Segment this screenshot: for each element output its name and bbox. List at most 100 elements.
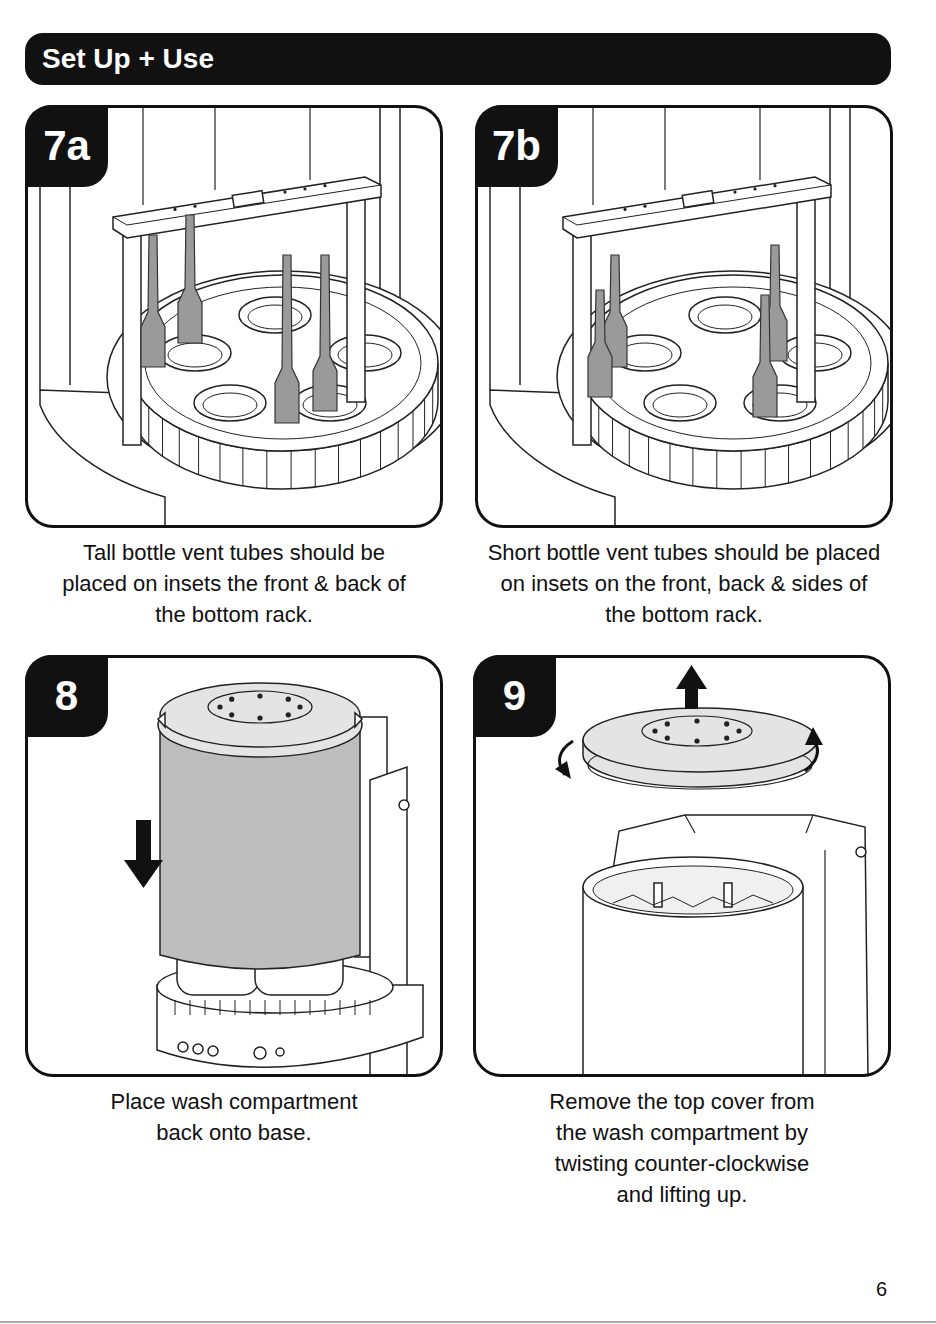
rack-rib bbox=[380, 431, 381, 469]
tray-rib bbox=[280, 1000, 281, 1015]
page-edge-line bbox=[0, 1322, 936, 1323]
rack-rib bbox=[848, 422, 849, 460]
arm-edge bbox=[113, 217, 127, 225]
rack-rib bbox=[242, 448, 243, 486]
tray-rib bbox=[175, 1000, 176, 1015]
twist-arrow-head bbox=[555, 761, 571, 779]
step-number: 7b bbox=[492, 125, 541, 167]
tray-rib bbox=[310, 1000, 311, 1015]
compartment-rim bbox=[583, 857, 803, 917]
lid-top bbox=[160, 683, 360, 747]
lid-hole bbox=[665, 735, 670, 740]
arm-edge bbox=[563, 217, 577, 225]
rack-rib bbox=[424, 399, 425, 437]
machine-edge bbox=[685, 815, 695, 833]
rack-rib bbox=[788, 445, 789, 483]
step-panel: Tall bottle vent tubes should be placed … bbox=[25, 105, 443, 528]
rack-rib bbox=[219, 443, 220, 481]
tray-rib bbox=[250, 1000, 251, 1015]
rack-rib bbox=[198, 437, 199, 475]
vent-tube bbox=[588, 290, 612, 397]
up-arrow-shaft bbox=[685, 687, 698, 709]
rack-rib bbox=[315, 449, 316, 487]
arm-post bbox=[573, 220, 591, 445]
console-button bbox=[208, 1046, 218, 1056]
machine-edge bbox=[824, 850, 825, 1075]
back-wall-line bbox=[142, 107, 143, 205]
back-wall-line bbox=[592, 107, 593, 205]
rack-rib bbox=[669, 443, 670, 481]
step-number: 8 bbox=[55, 675, 78, 717]
rack-rib bbox=[765, 449, 766, 487]
console-button bbox=[254, 1047, 266, 1059]
tray-rib bbox=[325, 1000, 326, 1015]
step-caption: Tall bottle vent tubes should be placed … bbox=[54, 537, 414, 630]
rack-rib bbox=[716, 451, 717, 489]
rack-rib bbox=[338, 445, 339, 483]
bottle-cup bbox=[644, 385, 716, 421]
step-caption: Place wash compartment back onto base. bbox=[103, 1086, 365, 1148]
bottle-cup-inner bbox=[203, 393, 257, 417]
step-number-badge: 7a bbox=[25, 105, 108, 187]
bottle-cup bbox=[239, 297, 311, 333]
arm-hub bbox=[232, 191, 264, 208]
vent-tube bbox=[753, 295, 777, 417]
tray-rib bbox=[265, 1000, 266, 1015]
arm-dot bbox=[173, 208, 176, 211]
arm-edge bbox=[577, 185, 831, 225]
step-panel: Short bottle vent tubes should be placed… bbox=[475, 105, 893, 528]
bottle-cup-inner bbox=[248, 305, 302, 329]
rack-rib bbox=[648, 437, 649, 475]
compartment-opening bbox=[593, 866, 793, 914]
lid-hole bbox=[736, 728, 741, 733]
arm-post bbox=[347, 187, 365, 402]
lid-hole bbox=[665, 721, 670, 726]
back-wall-line bbox=[309, 107, 310, 180]
rack-rib bbox=[862, 411, 863, 449]
lid-hole bbox=[652, 728, 657, 733]
step-number: 7a bbox=[43, 125, 90, 167]
rack-rib bbox=[882, 386, 883, 424]
arm-bar bbox=[113, 177, 381, 238]
rack-rib bbox=[692, 448, 693, 486]
rack-rib bbox=[398, 422, 399, 460]
arm-dot bbox=[733, 190, 736, 193]
lid-hole bbox=[694, 718, 699, 723]
arm-hub bbox=[682, 191, 714, 208]
tray-rib bbox=[295, 1000, 296, 1015]
rack-rib bbox=[741, 451, 742, 489]
step-panel: Remove the top cover from the wash compa… bbox=[473, 655, 891, 1077]
rack-rib bbox=[266, 451, 267, 489]
twist-arrow-head bbox=[805, 727, 823, 745]
arm-bar bbox=[563, 177, 831, 238]
rack-inner bbox=[595, 287, 871, 439]
panel-illustration bbox=[124, 683, 423, 1075]
page-title: Set Up + Use bbox=[42, 43, 214, 75]
tray-rib bbox=[340, 1000, 341, 1015]
down-arrow-head bbox=[124, 860, 163, 888]
arm-post bbox=[123, 220, 141, 445]
rack-rib bbox=[874, 399, 875, 437]
arm-dot bbox=[193, 205, 196, 208]
arm-dot bbox=[753, 187, 756, 190]
rack-rib bbox=[162, 418, 163, 456]
page-number: 6 bbox=[876, 1278, 887, 1301]
arm-post bbox=[797, 187, 815, 402]
down-arrow-shaft bbox=[136, 820, 151, 862]
arm-dot bbox=[773, 184, 776, 187]
vent-tube bbox=[313, 255, 337, 411]
rack-rib bbox=[830, 431, 831, 469]
rack-rib bbox=[148, 407, 149, 445]
rack-edge bbox=[613, 895, 773, 907]
wash-compartment bbox=[160, 723, 360, 969]
title-bar: Set Up + Use bbox=[25, 33, 891, 85]
side-knob bbox=[399, 800, 409, 810]
tray-rib bbox=[355, 1000, 356, 1015]
step-number-badge: 9 bbox=[473, 655, 556, 737]
bottle-cup-inner bbox=[168, 343, 222, 367]
step-number-badge: 7b bbox=[475, 105, 558, 187]
bottle-cup bbox=[194, 385, 266, 421]
step-panel: Place wash compartment back onto base.8 bbox=[25, 655, 443, 1077]
rack-rib bbox=[810, 439, 811, 477]
